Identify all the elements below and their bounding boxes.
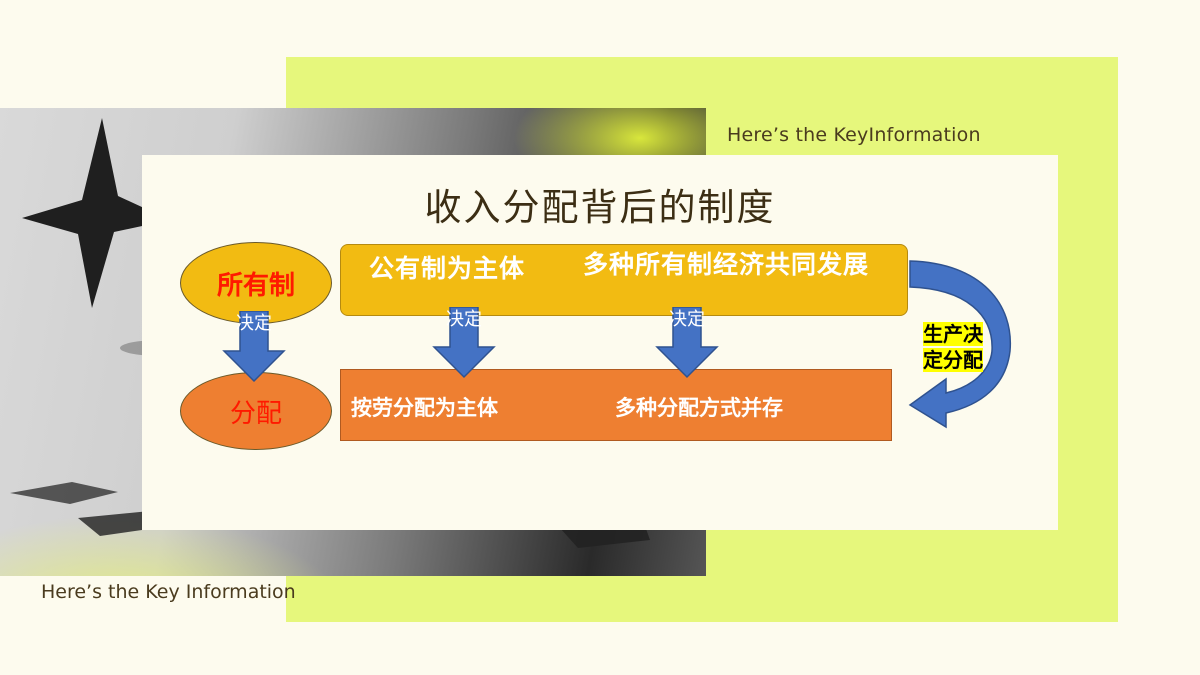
ownership-box-left: 公有制为主体	[369, 254, 526, 283]
down-arrow-icon	[432, 306, 496, 379]
distribution-label: 分配	[229, 398, 282, 429]
decide-arrow-1: 决定	[222, 310, 286, 383]
down-arrow-icon	[655, 306, 719, 379]
distribution-box: 按劳分配为主体 多种分配方式并存	[340, 369, 892, 441]
decide-label-2: 决定	[446, 309, 482, 330]
decide-arrow-3: 决定	[655, 306, 719, 379]
decide-label-1: 决定	[236, 313, 272, 334]
distribution-box-left: 按劳分配为主体	[351, 396, 498, 420]
production-decides-label: 生产决 定分配	[923, 321, 999, 373]
ownership-label: 所有制	[216, 270, 295, 301]
decide-arrow-2: 决定	[432, 306, 496, 379]
down-arrow-icon	[222, 310, 286, 383]
caption-top-part1: Here’s the Key	[727, 124, 869, 146]
distribution-box-right: 多种分配方式并存	[615, 396, 783, 420]
production-label-line1: 生产决	[923, 322, 983, 346]
slide-title: 收入分配背后的制度	[424, 186, 776, 229]
decide-label-3: 决定	[669, 309, 705, 330]
caption-top-part2: Information	[868, 124, 981, 146]
ownership-box: 公有制为主体 多种所有制经济共同发展	[340, 244, 908, 316]
distribution-ellipse: 分配	[180, 372, 332, 450]
slide-card: 收入分配背后的制度 所有制 分配 公有制为主体 多种所有制经济共同发展 按劳分配…	[142, 155, 1058, 530]
caption-bottom: Here’s the Key Information	[41, 581, 296, 603]
production-label-line2: 定分配	[923, 348, 983, 372]
curved-arrow-icon	[908, 260, 1012, 429]
caption-top: Here’s the KeyInformation	[727, 124, 981, 146]
ownership-box-right: 多种所有制经济共同发展	[583, 250, 870, 279]
